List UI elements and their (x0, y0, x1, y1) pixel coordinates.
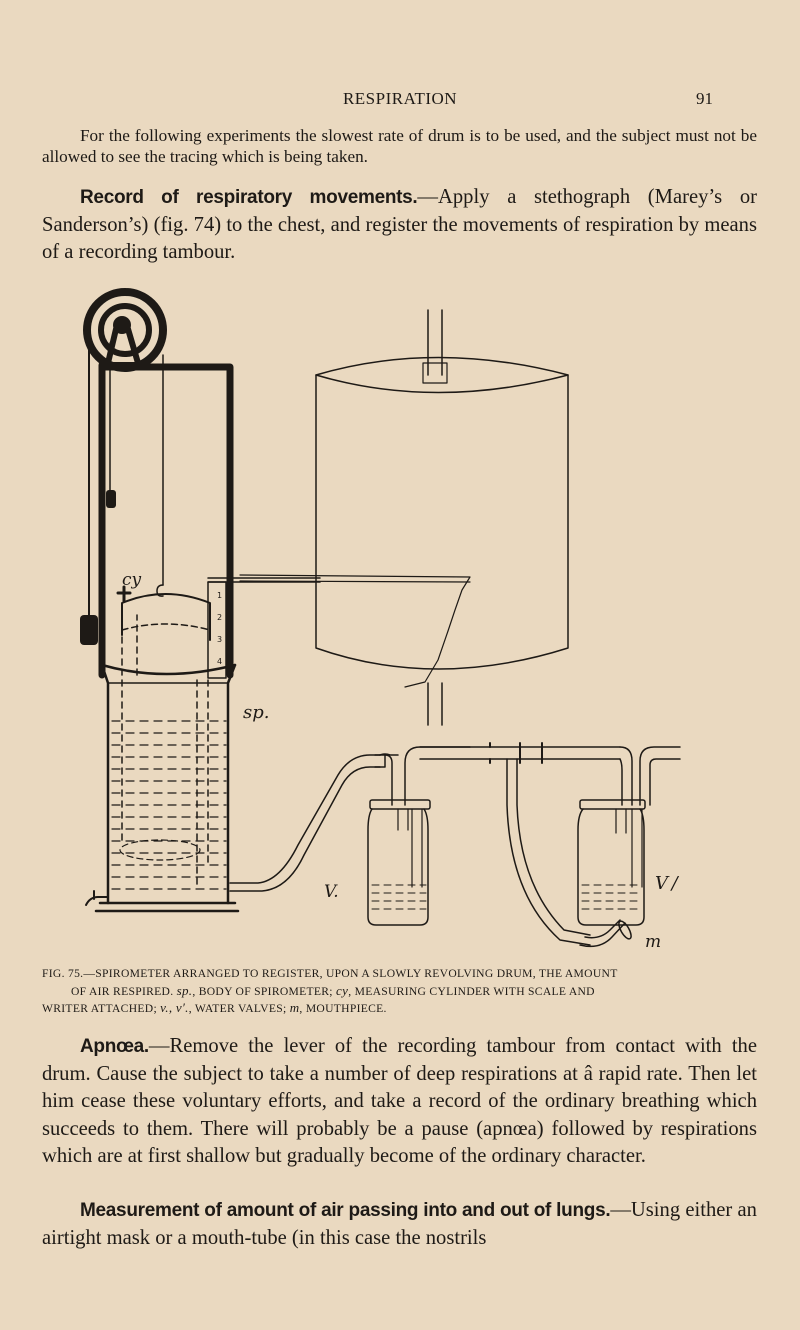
page-number: 91 (696, 89, 713, 108)
running-head: RESPIRATION 91 (0, 89, 800, 113)
spirometer-diagram: 1 2 3 4 cy sp. V. V / m (80, 288, 681, 952)
measuring-cylinder (116, 585, 211, 676)
scale-tick-1: 1 (217, 591, 222, 600)
label-m: m (645, 932, 661, 952)
water-valve-v (367, 746, 471, 926)
measurement-heading: Measurement of amount of air passing int… (80, 1200, 611, 1221)
water-valve-v-prime (577, 746, 681, 926)
figure-75-spirometer: 1 2 3 4 cy sp. V. V / m (80, 285, 720, 960)
counterweight (80, 615, 98, 645)
label-cy: cy (122, 570, 142, 590)
spirometer-body (85, 663, 240, 913)
caption-line-3: Writer attached; v., v′., Water Valves; … (42, 1000, 387, 1015)
intro-paragraph: For the following experiments the slowes… (42, 126, 757, 166)
figure-caption: Fig. 75.—Spirometer arranged to register… (42, 966, 732, 1018)
apnoea-text: Remove the lever of the recording tambou… (42, 1035, 757, 1167)
label-v: V. (324, 882, 339, 902)
running-title: RESPIRATION (342, 89, 458, 108)
measurement-paragraph: Measurement of amount of air passing int… (42, 1197, 757, 1252)
scale-tick-3: 3 (217, 635, 222, 644)
apnoea-dash: — (148, 1035, 170, 1057)
label-sp: sp. (243, 702, 269, 723)
caption-line-1: Fig. 75.—Spirometer arranged to register… (42, 967, 618, 980)
measurement-dash: — (610, 1199, 631, 1221)
water-level (111, 720, 227, 890)
record-dash: — (417, 186, 439, 208)
record-paragraph: Record of respiratory movements.—Apply a… (42, 184, 757, 267)
pulley-wheel (83, 288, 167, 372)
mouthpiece (579, 919, 626, 948)
record-heading: Record of respiratory movements. (80, 187, 418, 208)
measurement-text: Using either an airtight mask or a mouth… (42, 1199, 757, 1249)
apnoea-paragraph: Apnœa.—Remove the lever of the recording… (42, 1033, 757, 1171)
scale-tick-4: 4 (217, 657, 222, 666)
label-v-prime: V / (655, 873, 680, 894)
record-text: Apply a stethograph (Marey’s or Sanderso… (42, 186, 757, 263)
scale-tick-2: 2 (217, 613, 222, 622)
measuring-scale (207, 577, 321, 679)
apnoea-heading: Apnœa. (80, 1036, 149, 1057)
caption-line-2: of Air respired. sp., Body of Spirometer… (71, 982, 595, 998)
recording-drum (239, 309, 569, 726)
